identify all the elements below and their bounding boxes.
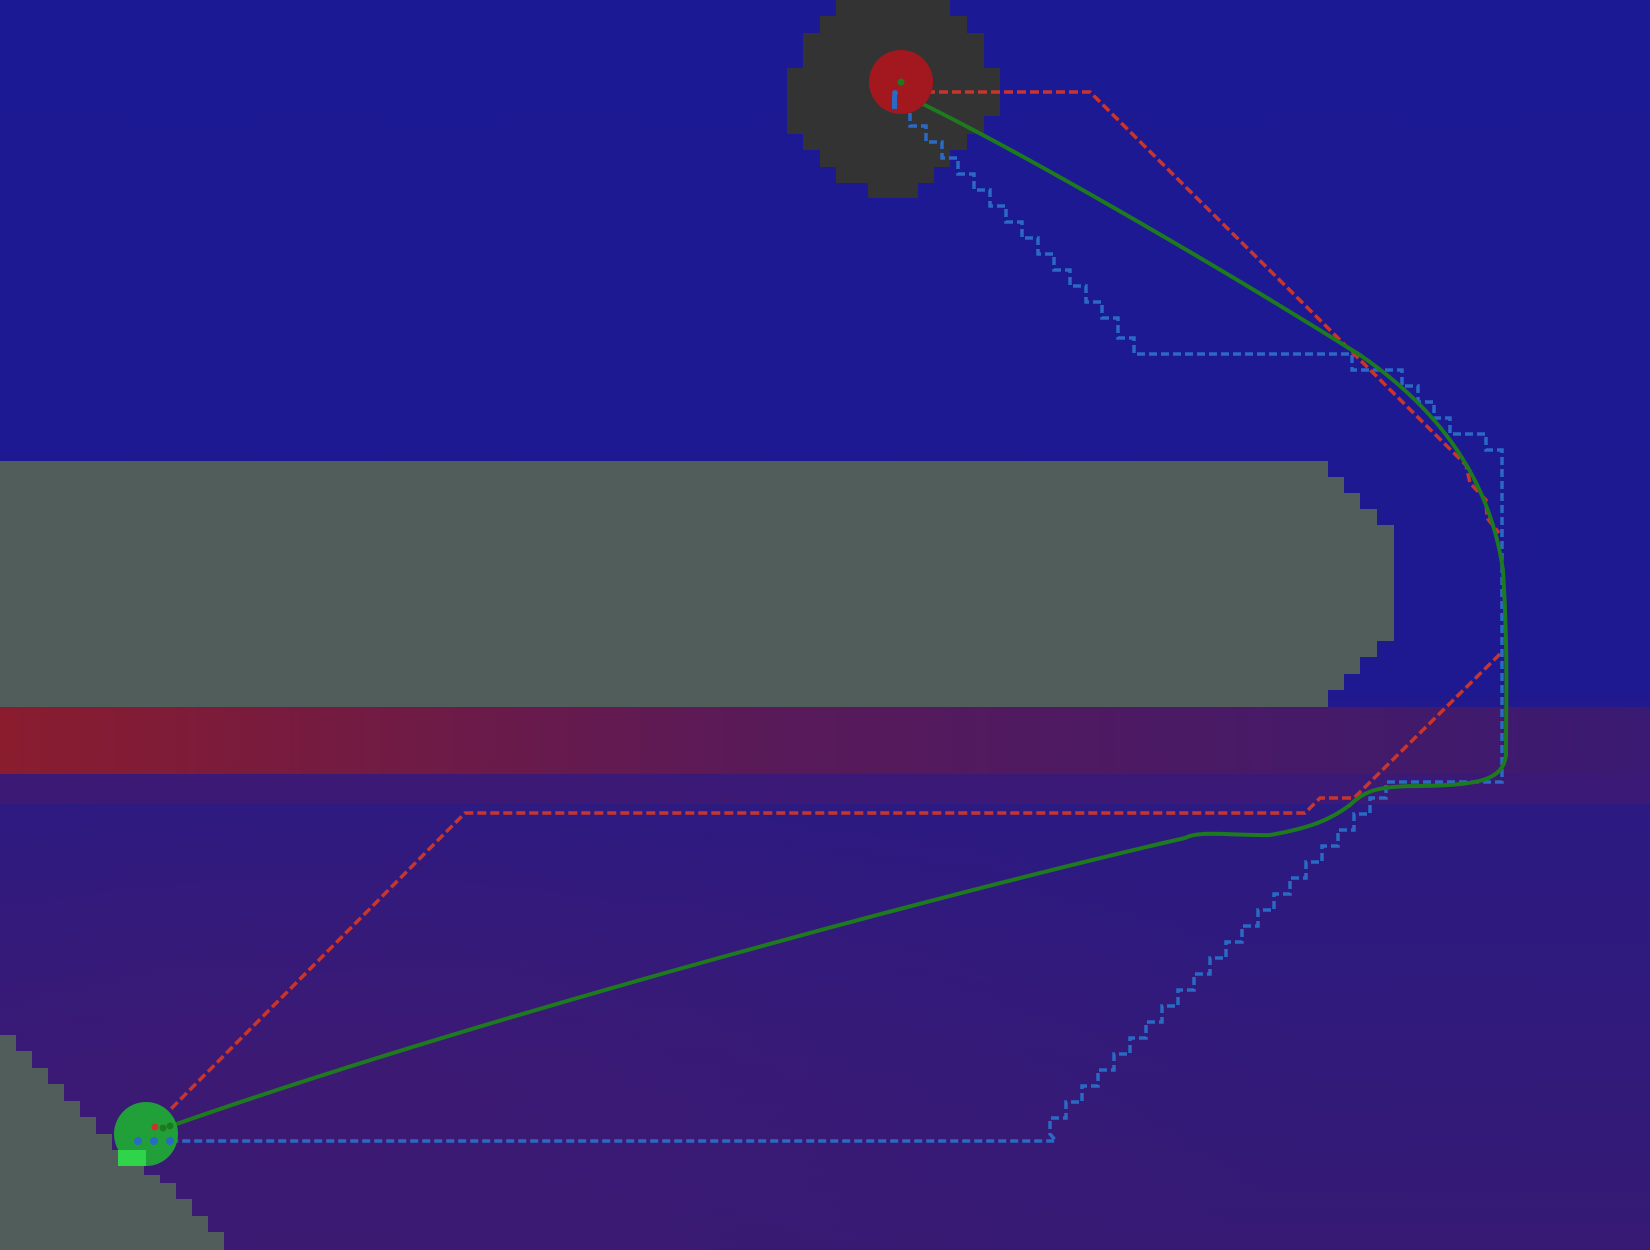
goal-dot-1 — [134, 1137, 142, 1145]
goal-dot-6 — [166, 1122, 174, 1130]
goal-dot-4 — [151, 1123, 159, 1131]
start-stub — [892, 95, 897, 109]
blue-dashed-path — [170, 92, 1504, 1143]
green-smooth-path — [164, 91, 1509, 1130]
start-dot — [897, 78, 905, 86]
goal-dot-3 — [166, 1137, 174, 1145]
start-dot-blue — [892, 90, 898, 96]
red-dashed-path — [900, 90, 1501, 535]
obstacle-bar — [0, 461, 1394, 707]
obstacle-corner — [0, 1035, 224, 1250]
red-dashed-path-lower — [143, 652, 1502, 1137]
goal-dot-5 — [159, 1124, 167, 1132]
cost-band-fade — [0, 774, 1650, 804]
goal-marker-highlight — [118, 1150, 146, 1166]
cost-band — [0, 707, 1650, 774]
goal-dot-2 — [150, 1137, 158, 1145]
